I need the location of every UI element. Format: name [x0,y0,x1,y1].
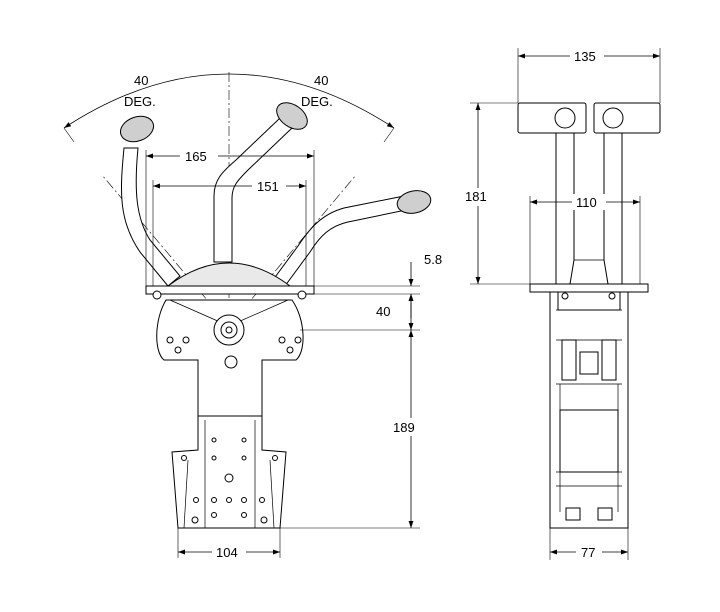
plate-thickness-label: 5.8 [424,252,442,267]
base-width-label: 104 [216,545,238,560]
front-view [63,72,432,558]
angle-tick-right [383,127,395,143]
left-lever-knob [120,115,154,143]
lever-spacing-label: 110 [576,195,597,210]
side-view [470,48,661,560]
top-width-label: 135 [574,49,596,64]
angle-left-value: 40 [134,73,148,88]
angle-right-value: 40 [314,73,328,88]
side-shaft-left [555,132,575,285]
angle-arc [63,73,395,129]
left-lever [120,115,181,287]
right-lever-knob [396,190,432,214]
angle-right-unit: DEG. [301,94,333,109]
mounting-plate [145,285,315,295]
side-shaft-right [603,132,623,285]
plate-screw-right [297,290,307,300]
side-handle-left [517,102,587,134]
mounting-bracket [171,415,287,529]
angle-left-unit: DEG. [124,94,156,109]
lever-height-label: 181 [465,189,487,204]
width-165-label: 165 [185,149,207,164]
hex-nut [224,355,238,369]
side-base-width-label: 77 [581,545,595,560]
pivot-hub-bolt [225,326,233,334]
center-lever-knob [276,102,308,130]
housing-height-label: 40 [376,304,390,319]
housing-dome [166,262,292,287]
angle-tick-left [63,127,75,143]
width-151-label: 151 [257,179,279,194]
side-mounting-plate [529,283,649,293]
lower-height-label: 189 [393,420,415,435]
dimension-labels: 40 DEG. 40 DEG. 165 151 5.8 40 189 104 1… [124,48,606,560]
plate-screw-left [152,290,162,300]
right-lever [269,190,432,291]
center-lever [213,102,308,263]
